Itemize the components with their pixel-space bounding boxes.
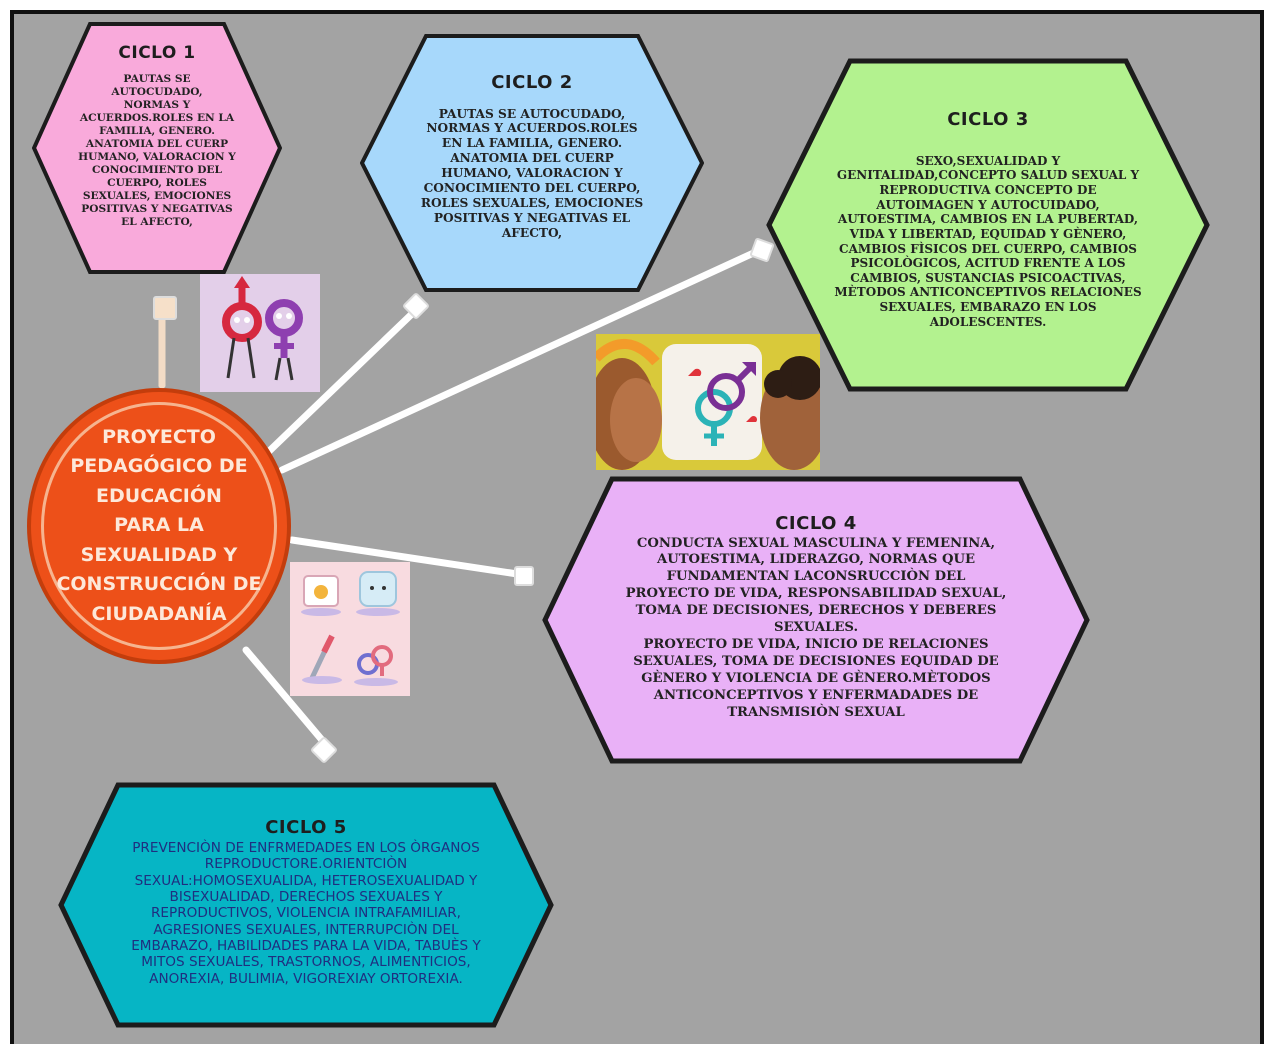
connector-handle-ciclo-4[interactable] [514, 566, 534, 586]
central-topic-node[interactable]: PROYECTO PEDAGÓGICO DE EDUCACIÓN PARA LA… [27, 388, 291, 664]
ciclo-5-body: PREVENCIÒN DE ENFRMEDADES EN LOS ÒRGANOS… [131, 840, 481, 987]
central-topic-ring [41, 402, 277, 650]
ciclo-5-node[interactable]: CICLO 5 PREVENCIÒN DE ENFRMEDADES EN LOS… [58, 782, 554, 1028]
connector-ciclo-3 [278, 246, 764, 474]
ciclo-4-body: CONDUCTA SEXUAL MASCULINA Y FEMENINA, AU… [625, 535, 1007, 720]
ciclo-4-shape [542, 476, 1090, 764]
ciclo-1-shape [32, 22, 282, 274]
ciclo-2-title: CICLO 2 [491, 71, 573, 93]
ciclo-3-title: CICLO 3 [947, 108, 1029, 130]
ciclo-2-shape [360, 34, 704, 292]
couple-gender-symbols-image [596, 334, 820, 470]
ciclo-2-node[interactable]: CICLO 2 PAUTAS SE AUTOCUDADO, NORMAS Y A… [360, 34, 704, 292]
ciclo-3-node[interactable]: CICLO 3 SEXO,SEXUALIDAD Y GENITALIDAD,CO… [766, 58, 1210, 392]
ciclo-4-node[interactable]: CICLO 4 CONDUCTA SEXUAL MASCULINA Y FEME… [542, 476, 1090, 764]
gender-symbols-characters-image [200, 274, 320, 392]
couple-illustration [596, 334, 820, 470]
ciclo-1-node[interactable]: CICLO 1 PAUTAS SE AUTOCUDADO, NORMAS Y A… [32, 22, 282, 274]
connector-ciclo-4 [288, 536, 528, 579]
central-topic-text: PROYECTO PEDAGÓGICO DE EDUCACIÓN PARA LA… [56, 425, 262, 625]
ciclo-5-shape [58, 782, 554, 1028]
connector-ciclo-2 [258, 306, 420, 462]
ciclo-5-title: CICLO 5 [265, 817, 347, 839]
ciclo-1-title: CICLO 1 [118, 43, 196, 64]
ciclo-3-body: SEXO,SEXUALIDAD Y GENITALIDAD,CONCEPTO S… [834, 153, 1142, 329]
connector-ciclo-5 [242, 646, 326, 744]
ciclo-3-shape [766, 58, 1210, 392]
ciclo-4-title: CICLO 4 [775, 512, 857, 534]
connector-handle-ciclo-1[interactable] [153, 296, 177, 320]
ciclo-1-body: PAUTAS SE AUTOCUDADO, NORMAS Y ACUERDOS.… [78, 73, 236, 228]
gender-characters-illustration [200, 274, 320, 392]
health-icons-collage-image [290, 562, 410, 696]
health-icons-illustration [290, 562, 410, 696]
ciclo-2-body: PAUTAS SE AUTOCUDADO, NORMAS Y ACUERDOS.… [420, 106, 644, 240]
